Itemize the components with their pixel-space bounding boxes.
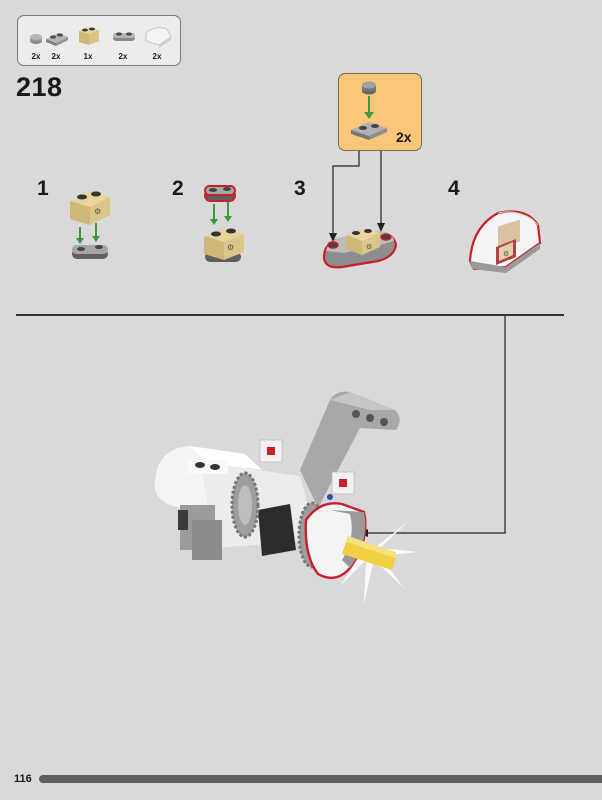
substep-number: 4 (448, 177, 460, 200)
part-item: 2x (109, 19, 137, 63)
substep-number: 1 (37, 177, 49, 200)
part-quantity: 2x (152, 52, 162, 61)
svg-text:⚙: ⚙ (503, 250, 509, 258)
plate-1x2-gray-icon (46, 33, 68, 46)
substep-1-assembly: ⚙ (70, 191, 110, 259)
brick-1x2-tan-icon (79, 27, 99, 45)
part-item: 2x (22, 19, 50, 63)
svg-text:⚙: ⚙ (366, 243, 372, 251)
parts-list: 2x 2x 1x 2x (17, 15, 181, 66)
callout-multiplier: 2x (396, 129, 412, 145)
svg-text:⚙: ⚙ (227, 243, 234, 252)
substep-4-assembly: ⚙ (468, 210, 542, 273)
substep-number: 2 (172, 177, 184, 200)
part-item: 2x (42, 19, 70, 63)
round-plate-gray-icon (30, 34, 42, 44)
substep-number: 3 (294, 177, 306, 200)
progress-bar (39, 775, 602, 783)
plate-1x2-rounded-gray-icon (113, 32, 135, 41)
callout-assembly-icon (351, 81, 387, 140)
starburst-highlight (330, 520, 418, 604)
callout-box: 2x (338, 73, 422, 151)
part-item: 2x (143, 19, 172, 63)
section-divider (16, 314, 564, 316)
part-quantity: 2x (51, 52, 61, 61)
page-number: 116 (14, 773, 32, 785)
part-quantity: 1x (83, 52, 93, 61)
part-quantity: 2x (31, 52, 41, 61)
part-quantity: 2x (118, 52, 128, 61)
step-number: 218 (16, 72, 63, 102)
svg-text:⚙: ⚙ (94, 207, 101, 216)
curved-slope-white-icon (145, 27, 172, 48)
substep-3-assembly: ⚙ (322, 228, 398, 269)
substep-2-assembly: ⚙ (204, 185, 244, 262)
part-item: 1x (74, 19, 102, 63)
